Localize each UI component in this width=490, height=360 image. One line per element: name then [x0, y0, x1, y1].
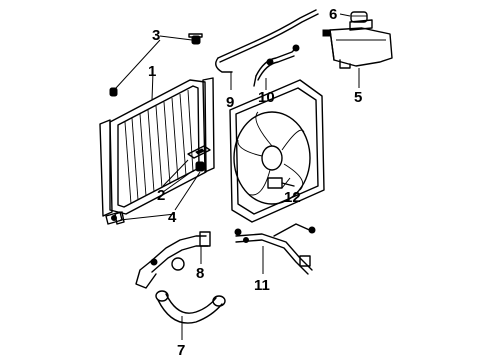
callout-8: 8 [196, 265, 204, 282]
callout-3: 3 [152, 27, 160, 44]
callout-10: 10 [258, 89, 275, 106]
callout-11: 11 [254, 277, 270, 294]
callout-4: 4 [168, 209, 177, 226]
reservoir-cap [350, 11, 368, 23]
tube-assembly [234, 223, 316, 275]
upper-hose [155, 290, 226, 324]
vent-hose [215, 9, 319, 73]
callout-1: 1 [148, 63, 156, 80]
leader-lines [115, 13, 360, 340]
lower-hose [135, 231, 211, 289]
fan-shroud [229, 79, 325, 223]
callout-2: 2 [157, 187, 165, 204]
bracket [187, 145, 211, 159]
coolant-reservoir [322, 19, 393, 69]
callout-7: 7 [177, 342, 185, 359]
callout-12: 12 [284, 189, 301, 206]
isolator-bracket [195, 161, 205, 172]
hose-assembly [253, 44, 300, 87]
callout-6: 6 [329, 6, 337, 23]
isolator-upper [188, 33, 203, 45]
radiator [99, 77, 215, 225]
isolator-lower-left [109, 87, 118, 97]
callout-9: 9 [226, 94, 234, 111]
callout-labels: 1 2 3 4 5 6 7 8 9 10 11 12 [148, 6, 362, 359]
callout-5: 5 [354, 89, 362, 106]
